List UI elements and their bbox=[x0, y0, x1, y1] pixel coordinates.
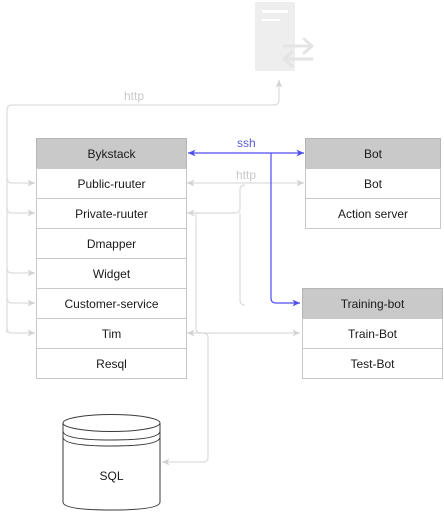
bykstack-item-resql[interactable]: Resql bbox=[36, 348, 187, 379]
http-edge-label-middle: http bbox=[234, 168, 259, 182]
bot-item-action-server[interactable]: Action server bbox=[305, 198, 441, 229]
training-bot-item-test-bot[interactable]: Test-Bot bbox=[302, 348, 443, 379]
server-transfer-icon bbox=[255, 2, 314, 71]
bykstack-item-widget[interactable]: Widget bbox=[36, 258, 187, 289]
bykstack-item-dmapper[interactable]: Dmapper bbox=[36, 228, 187, 259]
ssh-edge-label: ssh bbox=[235, 136, 258, 150]
ssh-connector bbox=[188, 149, 304, 307]
bykstack-item-tim[interactable]: Tim bbox=[36, 318, 187, 349]
http-edge-label-top: http bbox=[122, 89, 147, 103]
bykstack-header[interactable]: Bykstack bbox=[36, 138, 187, 169]
training-bot-item-train-bot[interactable]: Train-Bot bbox=[302, 318, 443, 349]
bot-header[interactable]: Bot bbox=[305, 138, 441, 169]
http-bus-connector bbox=[6, 80, 283, 337]
bot-item-bot[interactable]: Bot bbox=[305, 168, 441, 199]
bykstack-item-public-ruuter[interactable]: Public-ruuter bbox=[36, 168, 187, 199]
http-middle-connector bbox=[187, 179, 304, 337]
training-bot-header[interactable]: Training-bot bbox=[302, 288, 443, 319]
bykstack-item-private-ruuter[interactable]: Private-ruuter bbox=[36, 198, 187, 229]
database-label: SQL bbox=[99, 469, 124, 483]
database-cylinder-icon bbox=[62, 414, 161, 511]
sql-connector bbox=[162, 329, 209, 466]
bykstack-item-customer-service[interactable]: Customer-service bbox=[36, 288, 187, 319]
